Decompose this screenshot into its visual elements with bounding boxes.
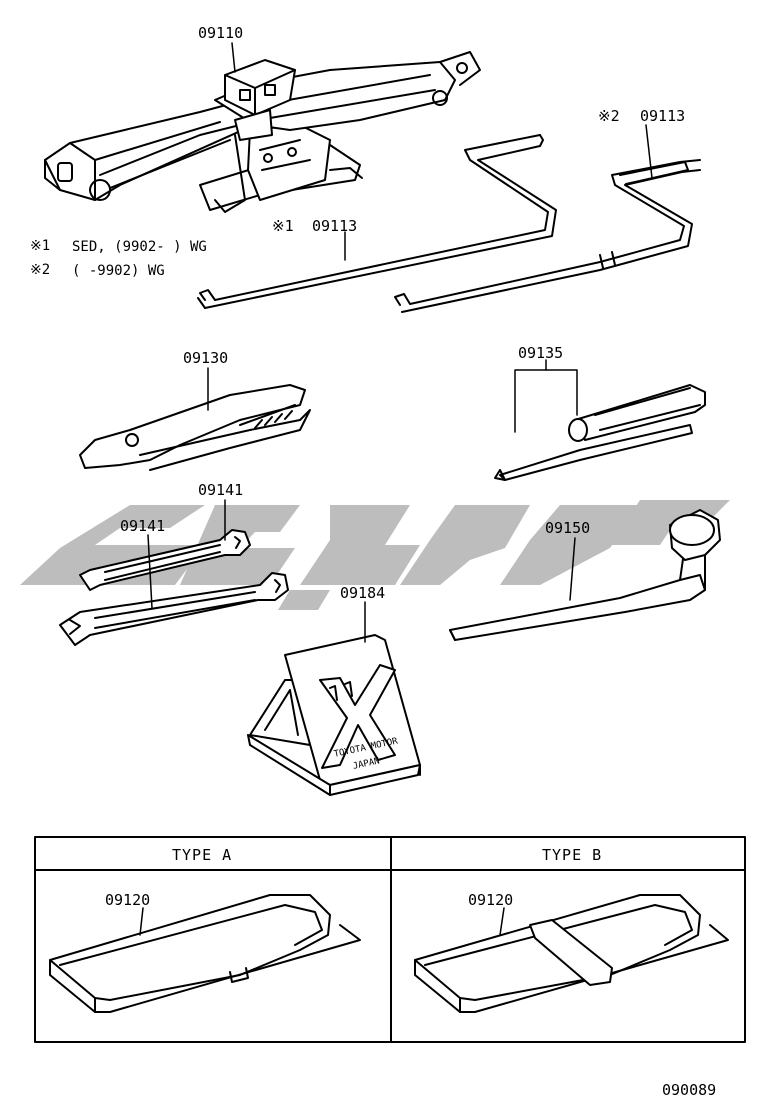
part-number-screwdriver: 09135 [518,344,564,362]
part-number-wrench-large: 09141 [120,517,166,535]
tool-bag-a-illustration [49,894,361,1013]
part-number-jack: 09110 [198,24,244,42]
type-table-lines [34,836,746,1043]
handle-1-mark: ※1 [272,217,294,235]
part-number-wrench-small: 09141 [198,481,244,499]
table-header-type-a: TYPE A [172,846,233,864]
pliers-illustration [79,384,311,471]
part-number-handle-2: 09113 [640,107,686,125]
figure-id: 090089 [662,1081,717,1099]
screwdriver-illustration [494,384,706,481]
jack-handle-2-illustration [394,159,701,313]
jack-handle-1-illustration [197,134,557,309]
wrench-small-illustration [79,529,251,591]
tool-bag-b-illustration [414,894,729,1013]
table-header-type-b: TYPE B [542,846,603,864]
part-number-pliers: 09130 [183,349,229,367]
jack-illustration [44,51,481,213]
handle-2-mark: ※2 [598,107,620,125]
note-2-text: ( -9902) WG [72,263,165,279]
wheel-block-illustration [247,634,421,796]
note-1-mark: ※1 [30,238,51,254]
wrench-hub-illustration [449,509,721,641]
part-number-wrench-hub: 09150 [545,519,591,537]
part-number-bag-b: 09120 [468,891,514,909]
part-number-handle-1: 09113 [312,217,358,235]
note-2-mark: ※2 [30,262,51,278]
part-number-block: 09184 [340,584,386,602]
note-1-text: SED, (9902- ) WG [72,239,207,255]
part-number-bag-a: 09120 [105,891,151,909]
leader-lines [139,42,653,936]
wrench-large-illustration [59,572,289,646]
